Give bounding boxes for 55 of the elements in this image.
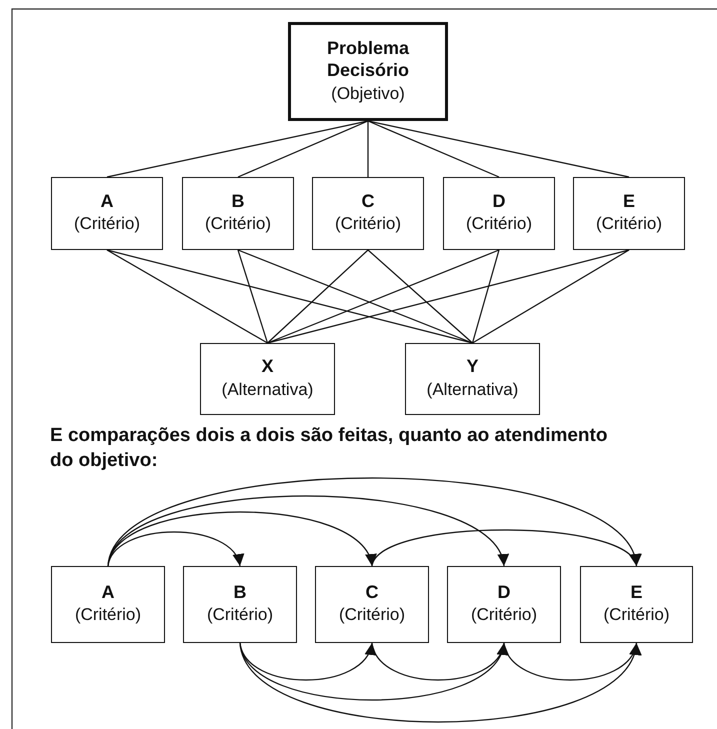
node-title: X [261, 355, 274, 378]
criterion-box [443, 177, 555, 250]
node-subtitle: (Critério) [334, 213, 402, 236]
node-subtitle: (Critério) [74, 213, 140, 236]
criterion-box [51, 177, 163, 250]
node-subtitle: (Critério) [603, 604, 670, 626]
connector-line [367, 121, 369, 177]
node-title: Problema Decisório [326, 36, 410, 82]
connector-line [368, 120, 500, 178]
node-subtitle: (Alternativa) [222, 378, 314, 401]
node-title: D [498, 580, 510, 604]
criterion-box [580, 566, 693, 643]
node-subtitle: (Critério) [206, 604, 274, 626]
node-title: B [232, 190, 244, 212]
node-title: E [622, 190, 635, 212]
connector-line [106, 249, 268, 344]
node-title: C [362, 190, 374, 212]
node-title: Y [466, 355, 478, 378]
connector-line [267, 249, 500, 344]
criterion-box [315, 566, 429, 643]
node-subtitle: (Critério) [74, 604, 142, 626]
node-title: C [366, 580, 378, 604]
node-subtitle: (Critério) [470, 604, 538, 626]
connector-line [472, 250, 500, 344]
node-title: B [234, 580, 246, 604]
node-subtitle: (Alternativa) [426, 378, 518, 401]
node-subtitle: (Objetivo) [331, 82, 405, 105]
connector-line [238, 120, 368, 178]
connector-line [106, 249, 473, 344]
connector-line [472, 249, 630, 344]
connector-line [267, 250, 368, 344]
criterion-box [51, 566, 165, 643]
criterion-box [573, 177, 685, 250]
criterion-box [312, 177, 424, 250]
criterion-box [182, 177, 294, 250]
criterion-box [447, 566, 561, 643]
node-subtitle: (Critério) [338, 604, 406, 626]
connector-line [267, 249, 630, 344]
connector-line [368, 120, 630, 178]
node-title: D [492, 190, 506, 212]
connector-line [237, 250, 268, 344]
node-title: A [102, 580, 114, 604]
criterion-box [183, 566, 297, 643]
node-subtitle: (Critério) [466, 213, 532, 236]
node-title: E [630, 580, 642, 604]
node-subtitle: (Critério) [596, 213, 662, 236]
note-text: E comparações dois a dois são feitas, quanto ao atendimento do objetivo: [50, 424, 608, 473]
objective-box [288, 22, 448, 121]
node-title: A [100, 190, 114, 212]
alternative-box [200, 343, 335, 415]
alternative-box [405, 343, 540, 415]
connector-line [106, 120, 368, 178]
connector-line [238, 249, 473, 344]
node-subtitle: (Critério) [204, 213, 272, 236]
connector-line [368, 250, 473, 344]
